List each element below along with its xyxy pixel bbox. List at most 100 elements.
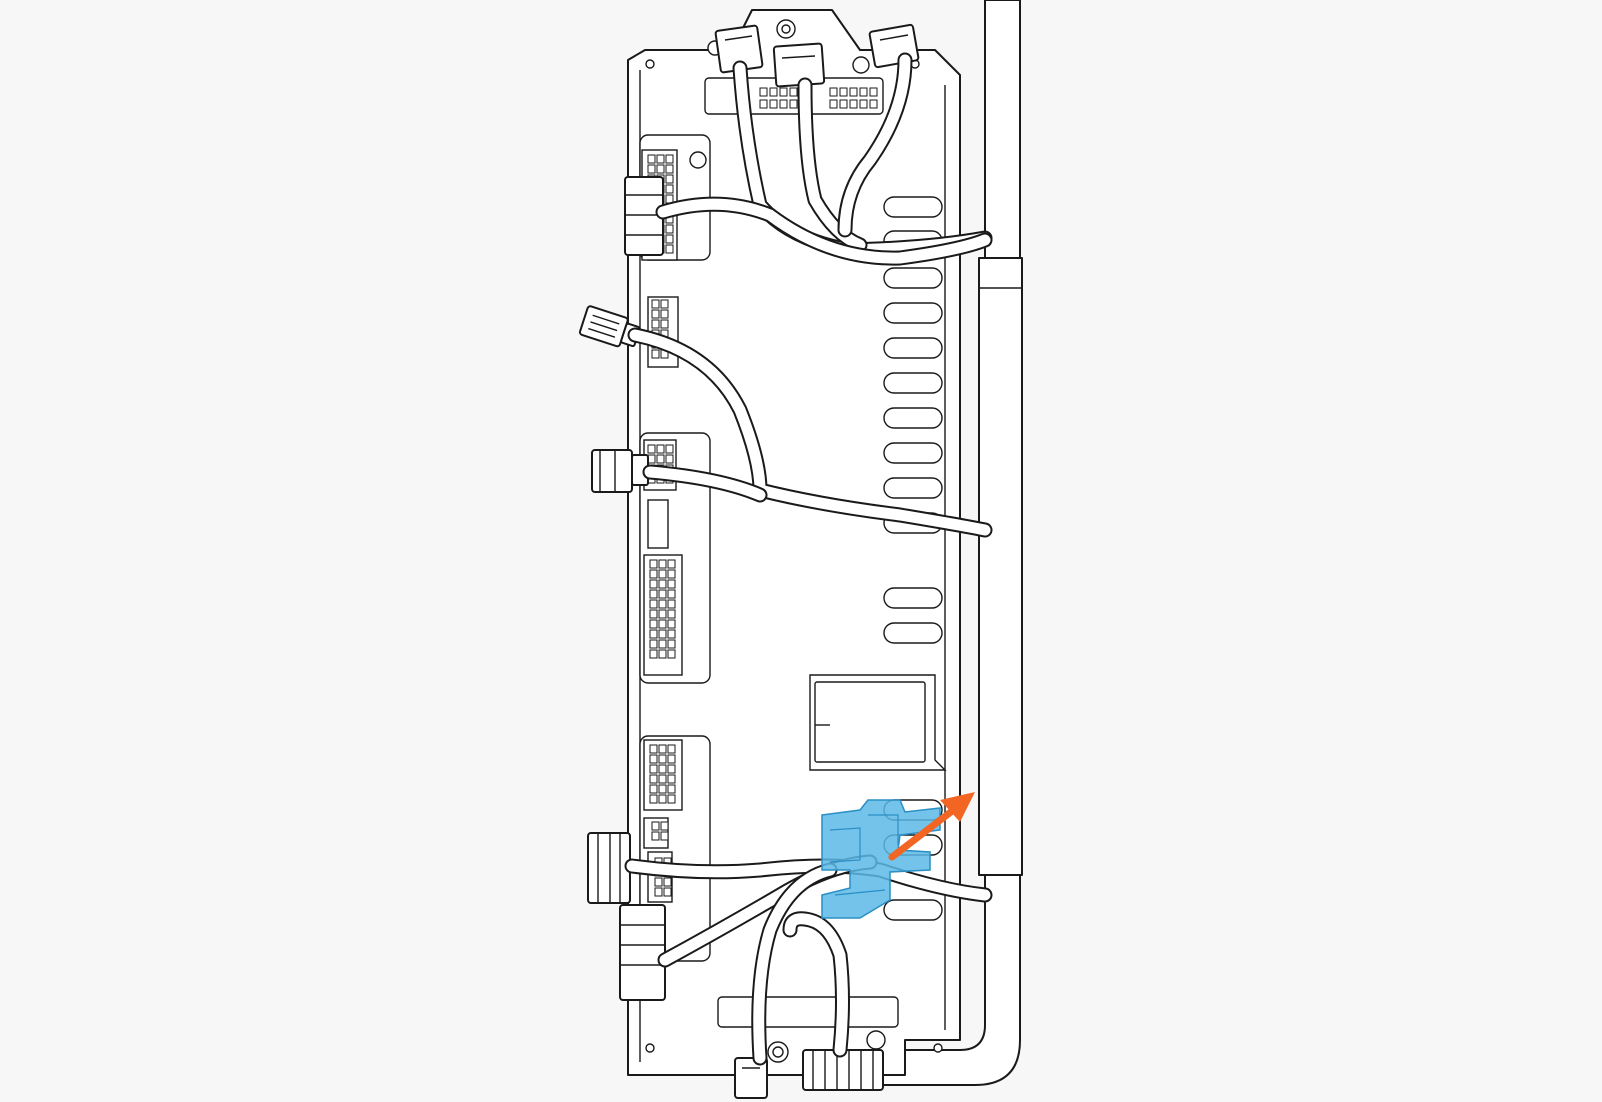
connector-pin bbox=[658, 639, 667, 649]
connector-pin bbox=[658, 774, 667, 784]
connector-pin bbox=[665, 244, 674, 254]
screw-top bbox=[776, 19, 796, 39]
connector-pin bbox=[649, 629, 658, 639]
left-plugs bbox=[578, 176, 666, 1001]
connector-pin bbox=[667, 609, 676, 619]
connector-pin bbox=[649, 794, 658, 804]
connector-pin bbox=[667, 569, 676, 579]
connector-pin bbox=[658, 619, 667, 629]
connector-pin bbox=[658, 569, 667, 579]
connector-pin bbox=[665, 234, 674, 244]
connector-pin bbox=[667, 649, 676, 659]
connector-pin bbox=[667, 599, 676, 609]
connector-pin bbox=[656, 154, 665, 164]
cable-body bbox=[657, 198, 991, 264]
connector-pin bbox=[649, 569, 658, 579]
connector-pin bbox=[667, 559, 676, 569]
connector-pin bbox=[665, 224, 674, 234]
connector-pin bbox=[660, 821, 669, 831]
connector-pin bbox=[658, 579, 667, 589]
connector-pin bbox=[667, 629, 676, 639]
connector-pin bbox=[658, 784, 667, 794]
connector-pin bbox=[647, 164, 656, 174]
connector-pin bbox=[656, 164, 665, 174]
connector-pin bbox=[651, 831, 660, 841]
connector-pin bbox=[649, 649, 658, 659]
connector-pin bbox=[647, 154, 656, 164]
cable-harness bbox=[624, 52, 993, 1066]
connector-pin bbox=[665, 454, 674, 464]
connector-pin bbox=[665, 444, 674, 454]
connector-pin bbox=[658, 754, 667, 764]
connector-pin bbox=[667, 579, 676, 589]
connector-pin bbox=[649, 599, 658, 609]
connector-pin bbox=[649, 609, 658, 619]
connector-pin bbox=[649, 754, 658, 764]
connector-pin bbox=[665, 184, 674, 194]
plug-lower-2 bbox=[619, 904, 666, 1001]
connector-pin bbox=[651, 821, 660, 831]
connector-pin bbox=[656, 454, 665, 464]
connector-pin bbox=[658, 649, 667, 659]
plug-middle bbox=[591, 449, 633, 493]
left-connector-bays bbox=[639, 134, 711, 962]
connector-pin bbox=[667, 639, 676, 649]
connector-pin bbox=[649, 764, 658, 774]
connector-pin bbox=[658, 794, 667, 804]
connector-pin bbox=[649, 639, 658, 649]
screw-bottom bbox=[767, 1041, 789, 1063]
connector-pin bbox=[667, 774, 676, 784]
connector-pin bbox=[658, 744, 667, 754]
connector-pin bbox=[649, 774, 658, 784]
connector-pin-grids bbox=[647, 154, 676, 897]
connector-pin bbox=[665, 194, 674, 204]
connector-pin bbox=[660, 319, 669, 329]
connector-pin bbox=[649, 589, 658, 599]
cable-body bbox=[784, 913, 848, 1056]
connector-pin bbox=[651, 299, 660, 309]
connector-pin bbox=[649, 784, 658, 794]
connector-pin bbox=[651, 349, 660, 359]
plug-lower-1 bbox=[587, 832, 631, 904]
connector-pin bbox=[660, 831, 669, 841]
cable-body bbox=[839, 54, 911, 236]
connector-pin bbox=[667, 744, 676, 754]
connector-pin bbox=[658, 609, 667, 619]
connector-pin bbox=[665, 164, 674, 174]
connector-pin bbox=[649, 559, 658, 569]
connector-pin bbox=[658, 559, 667, 569]
connector-pin bbox=[658, 599, 667, 609]
connector-pin bbox=[663, 887, 672, 897]
connector-pin bbox=[658, 589, 667, 599]
connector-pin bbox=[667, 754, 676, 764]
connector-pin bbox=[660, 309, 669, 319]
vertical-pipe bbox=[869, 0, 1023, 1086]
connector-pin bbox=[667, 794, 676, 804]
connector-pin bbox=[667, 589, 676, 599]
connector-pin bbox=[656, 444, 665, 454]
connector-pin bbox=[658, 764, 667, 774]
connector-pin bbox=[649, 744, 658, 754]
removal-arrow bbox=[888, 792, 975, 861]
connector-pin bbox=[667, 784, 676, 794]
connector-pin bbox=[667, 764, 676, 774]
connector-pin bbox=[654, 877, 663, 887]
connector-pin bbox=[647, 444, 656, 454]
connector-pin bbox=[658, 629, 667, 639]
connector-pin bbox=[647, 454, 656, 464]
connector-pin bbox=[665, 174, 674, 184]
cable-body bbox=[753, 864, 836, 1064]
connector-pin bbox=[649, 619, 658, 629]
connector-pin bbox=[667, 619, 676, 629]
connector-pin bbox=[654, 887, 663, 897]
cable-retention-clip bbox=[821, 799, 941, 919]
cutout-box bbox=[809, 674, 947, 771]
top-plugs bbox=[714, 23, 920, 88]
connector-pin bbox=[649, 579, 658, 589]
cable-body bbox=[644, 466, 766, 501]
connector-pin bbox=[663, 877, 672, 887]
connector-pin bbox=[665, 154, 674, 164]
connector-pin bbox=[651, 309, 660, 319]
